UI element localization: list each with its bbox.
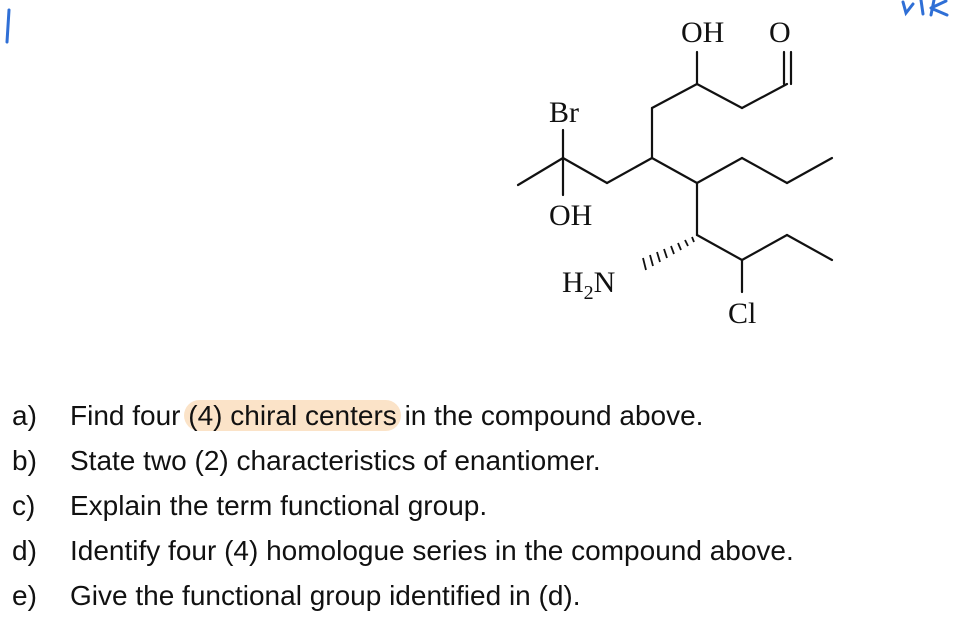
bond-c1-ch2	[561, 156, 609, 185]
hydroxyl-top-label: OH	[681, 16, 724, 49]
bond-chain-1	[650, 82, 699, 110]
bond-c3-c4	[650, 156, 699, 185]
question-list: a) Find four (4) chiral centers in the c…	[0, 393, 971, 618]
question-e: e) Give the functional group identified …	[0, 573, 971, 618]
bond-c5-c6	[695, 233, 744, 262]
bromine-label: Br	[549, 96, 579, 129]
bond-ch2-cho	[740, 82, 789, 110]
question-text-post: in the compound above.	[396, 400, 704, 431]
question-letter: b)	[12, 445, 37, 476]
bond-c7-c8	[785, 233, 834, 262]
question-text: Find four (4) chiral centers in the comp…	[70, 393, 703, 438]
question-a: a) Find four (4) chiral centers in the c…	[0, 393, 971, 438]
question-c: c) Explain the term functional group.	[0, 483, 971, 528]
bond-ch2-c3	[605, 156, 654, 185]
question-text: Explain the term functional group.	[70, 490, 488, 521]
hashed-wedge-bond	[642, 236, 695, 271]
highlighted-text: (4) chiral centers	[184, 400, 401, 431]
question-letter: d)	[12, 535, 37, 566]
question-letter: a)	[12, 400, 37, 431]
chlorine-label: Cl	[728, 297, 756, 330]
question-letter: e)	[12, 580, 37, 611]
ink-mark-top-right	[901, 0, 949, 17]
question-d: d) Identify four (4) homologue series in…	[0, 528, 971, 573]
question-text: State two (2) characteristics of enantio…	[70, 445, 601, 476]
question-text: Identify four (4) homologue series in th…	[70, 535, 794, 566]
carbonyl-oxygen-label: O	[769, 16, 791, 49]
question-text: Give the functional group identified in …	[70, 580, 581, 611]
chemical-structure: OH O Br OH H2N Cl	[5, 0, 949, 330]
bond-choh-ch2	[695, 82, 744, 110]
question-letter: c)	[12, 490, 36, 521]
bond-propyl-1	[695, 156, 744, 185]
question-text-pre: Find four	[70, 400, 189, 431]
hydroxyl-left-label: OH	[549, 199, 592, 232]
bond-propyl-3	[785, 156, 834, 185]
bond-propyl-2	[740, 156, 789, 185]
question-b: b) State two (2) characteristics of enan…	[0, 438, 971, 483]
amino-group-label: H2N	[562, 266, 615, 304]
ink-mark-left	[5, 8, 11, 44]
bond-c6-c7	[740, 233, 789, 262]
bond-left-methyl	[516, 156, 565, 187]
